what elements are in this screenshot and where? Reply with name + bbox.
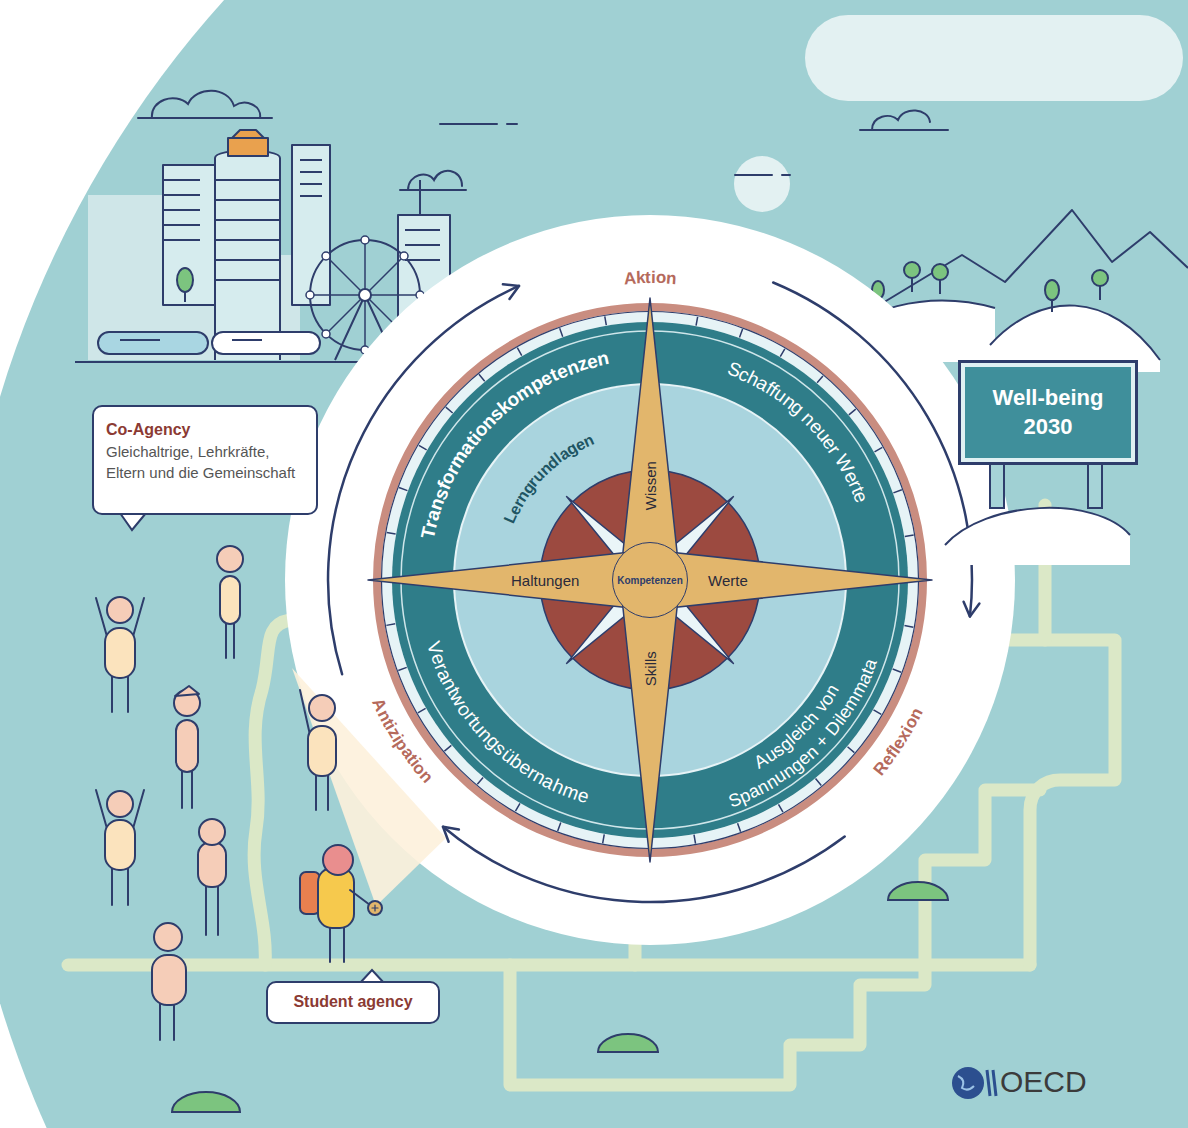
ring-heading: Lerngrundlagen	[502, 432, 598, 528]
callout-box: Student agency	[266, 981, 440, 1024]
phase-label: Aktion	[620, 268, 681, 288]
phase-label: Antizipation	[370, 695, 436, 786]
glyph: i	[651, 268, 656, 288]
ring-text: Schaffung neuer Werte	[723, 359, 871, 508]
glyph: t	[645, 268, 651, 288]
compass-hub: Kompetenzen	[612, 542, 688, 618]
compass-arm	[368, 550, 650, 610]
ring-text: Verantwortungsübernahme	[424, 637, 594, 807]
callout-box: Co-AgencyGleichaltrige, Lehrkräfte, Elte…	[92, 405, 318, 515]
compass-label: Haltungen	[511, 572, 579, 589]
callout-heading: Co-Agency	[106, 419, 304, 441]
compass-label: Werte	[708, 572, 748, 589]
glyph: A	[623, 268, 637, 288]
compass-label: Skills	[641, 651, 658, 686]
billboard: Well-being 2030	[958, 360, 1138, 465]
compass-arm	[620, 580, 680, 862]
compass-arm	[620, 298, 680, 580]
callout-body: Gleichaltrige, Lehrkräfte, Eltern und di…	[106, 441, 304, 483]
compass-arm	[650, 550, 932, 610]
glyph: k	[635, 268, 645, 288]
callout-heading: Student agency	[278, 992, 428, 1013]
compass-arm	[620, 580, 680, 862]
ring-text: Ausgleich von Spannungen + Dilemmata	[725, 654, 881, 811]
compass-label: Wissen	[641, 461, 658, 510]
compass-point: Wissen	[620, 298, 680, 580]
compass-arm	[368, 550, 650, 610]
compass-point: Haltungen	[368, 550, 650, 610]
phase-label: Reflexion	[871, 704, 926, 778]
billboard-text: Well-being 2030	[978, 384, 1118, 441]
compass-arm	[650, 550, 932, 610]
glyph: o	[655, 268, 666, 288]
glyph: n	[665, 269, 677, 289]
compass-point: Werte	[650, 550, 932, 610]
hub-label: Kompetenzen	[617, 575, 683, 586]
compass-arm	[620, 298, 680, 580]
compass-point: Skills	[620, 580, 680, 862]
logo-text: OECD	[1000, 1064, 1087, 1100]
